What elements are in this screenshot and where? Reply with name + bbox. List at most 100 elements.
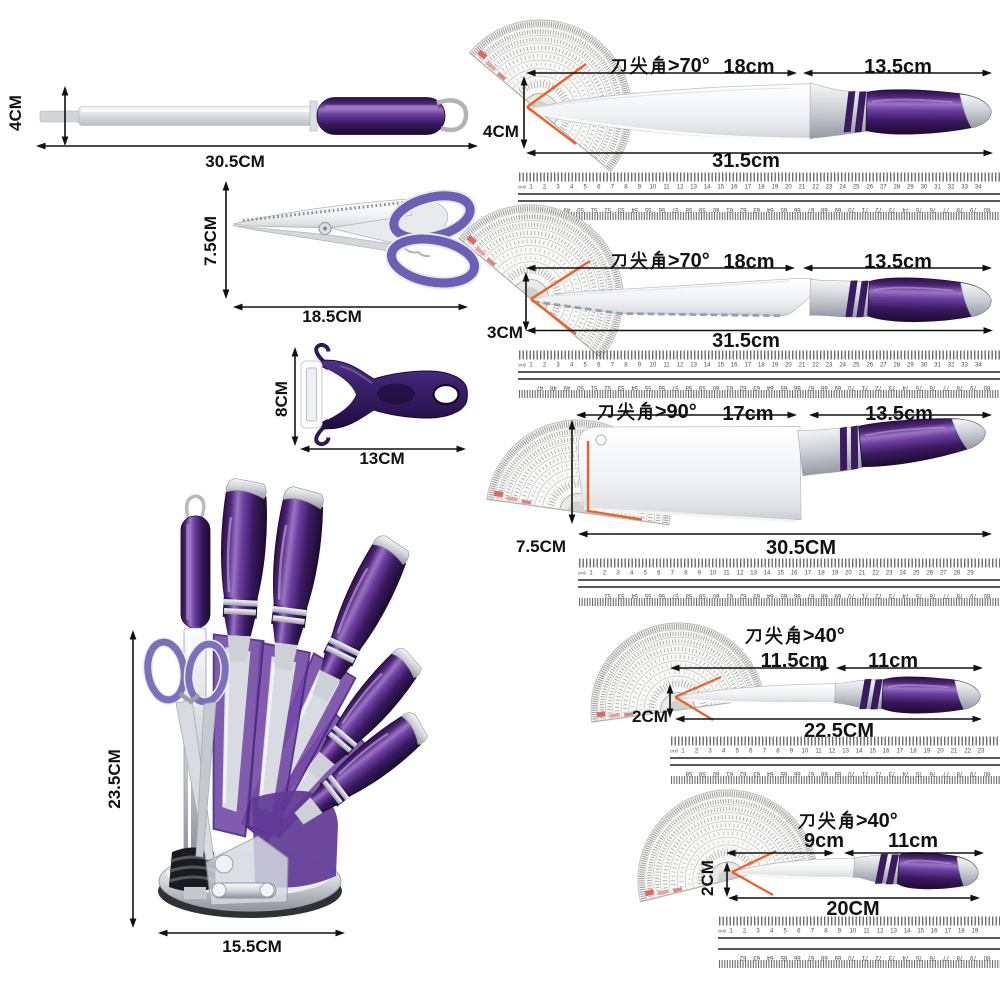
svg-text:16: 16 xyxy=(931,929,938,935)
svg-text:>70°: >70° xyxy=(668,250,710,272)
svg-text:53: 53 xyxy=(617,592,624,598)
svg-text:11: 11 xyxy=(723,571,730,577)
svg-text:18: 18 xyxy=(758,363,765,369)
svg-text:22: 22 xyxy=(812,363,819,369)
svg-text:cm0: cm0 xyxy=(518,185,527,190)
svg-text:78: 78 xyxy=(956,384,963,390)
svg-text:24: 24 xyxy=(899,571,906,577)
svg-text:11: 11 xyxy=(815,749,822,755)
svg-text:65: 65 xyxy=(780,954,787,960)
svg-text:12: 12 xyxy=(877,929,884,935)
svg-text:3CM: 3CM xyxy=(487,323,523,342)
svg-text:1: 1 xyxy=(681,749,685,755)
svg-text:10: 10 xyxy=(802,749,809,755)
svg-text:54: 54 xyxy=(631,384,638,390)
svg-text:23: 23 xyxy=(826,363,833,369)
svg-text:68: 68 xyxy=(820,206,827,212)
svg-text:69: 69 xyxy=(834,592,841,598)
svg-text:63: 63 xyxy=(753,770,760,776)
svg-text:73: 73 xyxy=(888,206,895,212)
svg-text:59: 59 xyxy=(698,592,705,598)
svg-text:20: 20 xyxy=(845,571,852,577)
svg-text:8: 8 xyxy=(684,571,688,577)
svg-text:5: 5 xyxy=(584,363,588,369)
svg-text:30.5CM: 30.5CM xyxy=(205,152,265,171)
svg-text:7.5CM: 7.5CM xyxy=(516,537,566,556)
svg-text:3: 3 xyxy=(708,749,712,755)
svg-text:70: 70 xyxy=(848,592,855,598)
svg-text:cm0: cm0 xyxy=(518,363,527,368)
svg-text:7: 7 xyxy=(611,363,615,369)
svg-text:56: 56 xyxy=(658,384,665,390)
svg-text:14: 14 xyxy=(704,363,711,369)
svg-text:53: 53 xyxy=(617,206,624,212)
svg-text:6: 6 xyxy=(797,929,801,935)
svg-text:7: 7 xyxy=(811,929,815,935)
svg-text:>40°: >40° xyxy=(803,625,845,647)
svg-text:12: 12 xyxy=(677,185,684,191)
svg-text:3: 3 xyxy=(556,185,560,191)
svg-text:9: 9 xyxy=(790,749,794,755)
svg-text:60: 60 xyxy=(712,592,719,598)
svg-text:80: 80 xyxy=(983,206,990,212)
svg-text:11: 11 xyxy=(663,363,670,369)
svg-text:13: 13 xyxy=(842,749,849,755)
svg-text:50: 50 xyxy=(577,384,584,390)
svg-text:79: 79 xyxy=(969,954,976,960)
svg-text:9: 9 xyxy=(838,929,842,935)
svg-text:70: 70 xyxy=(848,206,855,212)
svg-text:79: 79 xyxy=(969,592,976,598)
svg-text:26: 26 xyxy=(866,363,873,369)
svg-text:14: 14 xyxy=(856,749,863,755)
svg-text:56: 56 xyxy=(658,592,665,598)
svg-text:20: 20 xyxy=(937,749,944,755)
svg-text:73: 73 xyxy=(888,954,895,960)
svg-text:13: 13 xyxy=(690,185,697,191)
svg-text:57: 57 xyxy=(671,592,678,598)
svg-text:15: 15 xyxy=(717,185,724,191)
svg-text:15.5CM: 15.5CM xyxy=(222,937,282,956)
svg-text:66: 66 xyxy=(793,954,800,960)
svg-text:31: 31 xyxy=(934,185,941,191)
svg-text:14: 14 xyxy=(704,185,711,191)
svg-text:3: 3 xyxy=(556,363,560,369)
svg-text:19: 19 xyxy=(772,185,779,191)
svg-text:57: 57 xyxy=(671,206,678,212)
svg-text:72: 72 xyxy=(875,206,882,212)
svg-text:13: 13 xyxy=(750,571,757,577)
svg-text:76: 76 xyxy=(929,770,936,776)
svg-text:4: 4 xyxy=(770,929,774,935)
svg-text:cm0: cm0 xyxy=(670,749,679,754)
svg-text:13CM: 13CM xyxy=(359,449,404,468)
svg-text:4: 4 xyxy=(630,571,634,577)
svg-text:69: 69 xyxy=(834,384,841,390)
svg-text:66: 66 xyxy=(793,770,800,776)
svg-text:18: 18 xyxy=(818,571,825,577)
svg-text:79: 79 xyxy=(969,206,976,212)
svg-text:78: 78 xyxy=(956,592,963,598)
svg-text:48: 48 xyxy=(549,384,556,390)
svg-text:20: 20 xyxy=(785,185,792,191)
svg-text:58: 58 xyxy=(685,206,692,212)
svg-text:>70°: >70° xyxy=(668,55,710,77)
svg-text:63: 63 xyxy=(753,206,760,212)
svg-text:69: 69 xyxy=(834,954,841,960)
svg-text:4: 4 xyxy=(570,363,574,369)
svg-text:17: 17 xyxy=(744,363,751,369)
svg-text:25: 25 xyxy=(853,363,860,369)
svg-text:20CM: 20CM xyxy=(826,898,879,920)
svg-text:80: 80 xyxy=(983,592,990,598)
svg-text:14: 14 xyxy=(904,929,911,935)
svg-text:22: 22 xyxy=(872,571,879,577)
svg-text:31.5cm: 31.5cm xyxy=(712,330,780,352)
svg-text:51: 51 xyxy=(590,206,597,212)
svg-text:70: 70 xyxy=(848,770,855,776)
svg-text:57: 57 xyxy=(671,384,678,390)
svg-text:31: 31 xyxy=(934,363,941,369)
svg-text:59: 59 xyxy=(698,384,705,390)
svg-text:65: 65 xyxy=(780,770,787,776)
svg-text:69: 69 xyxy=(834,770,841,776)
svg-text:9: 9 xyxy=(698,571,702,577)
svg-text:28: 28 xyxy=(894,185,901,191)
svg-text:7: 7 xyxy=(763,749,767,755)
